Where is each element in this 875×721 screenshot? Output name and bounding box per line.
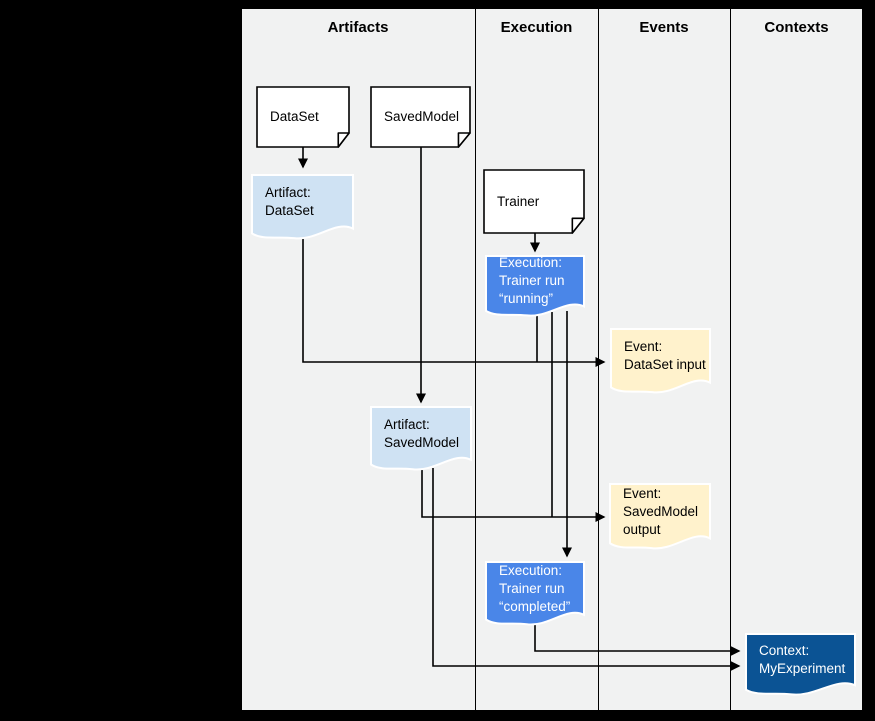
node-artifact-savedmodel: Artifact: SavedModel xyxy=(371,407,471,473)
lane-divider-2 xyxy=(598,8,599,711)
node-execution-running: Execution: Trainer run “running” xyxy=(486,255,584,319)
note-shape xyxy=(371,87,470,147)
lane-title-execution: Execution xyxy=(500,18,573,36)
node-label: DataSet xyxy=(270,109,319,124)
document-shape xyxy=(486,562,584,628)
node-label: SavedModel xyxy=(384,109,460,124)
node-dataset: DataSet xyxy=(257,87,349,147)
lane-divider-3 xyxy=(730,8,731,711)
node-label: Execution: Trainer run “running” xyxy=(499,255,565,306)
node-trainer: Trainer xyxy=(484,170,584,233)
node-label: Trainer xyxy=(497,193,540,209)
document-shape xyxy=(486,256,584,319)
node-label: Execution: Trainer run “completed” xyxy=(499,562,571,614)
node-label: Context: MyExperiment xyxy=(759,642,846,676)
document-shape xyxy=(610,484,710,552)
lane-title-contexts: Contexts xyxy=(764,18,829,36)
note-shape xyxy=(484,170,584,233)
document-shape xyxy=(371,407,471,473)
note-shape xyxy=(257,87,349,147)
document-shape xyxy=(611,329,710,396)
node-label: Artifact: SavedModel xyxy=(384,416,460,450)
node-context-myexperiment: Context: MyExperiment xyxy=(746,634,855,698)
node-label: Artifact: DataSet xyxy=(265,185,314,218)
lane-title-artifacts: Artifacts xyxy=(327,18,389,36)
document-shape xyxy=(746,634,855,698)
node-savedmodel: SavedModel xyxy=(371,87,470,147)
node-event-savedmodel-output: Event: SavedModel output xyxy=(610,484,710,552)
lane-divider-1 xyxy=(475,8,476,711)
node-execution-completed: Execution: Trainer run “completed” xyxy=(486,562,584,628)
node-event-dataset-input: Event: DataSet input xyxy=(611,329,710,396)
node-label: Event: SavedModel output xyxy=(623,485,699,537)
node-artifact-dataset: Artifact: DataSet xyxy=(252,175,353,242)
lane-title-events: Events xyxy=(639,18,689,36)
node-label: Event: DataSet input xyxy=(624,339,706,372)
document-shape xyxy=(252,175,353,242)
